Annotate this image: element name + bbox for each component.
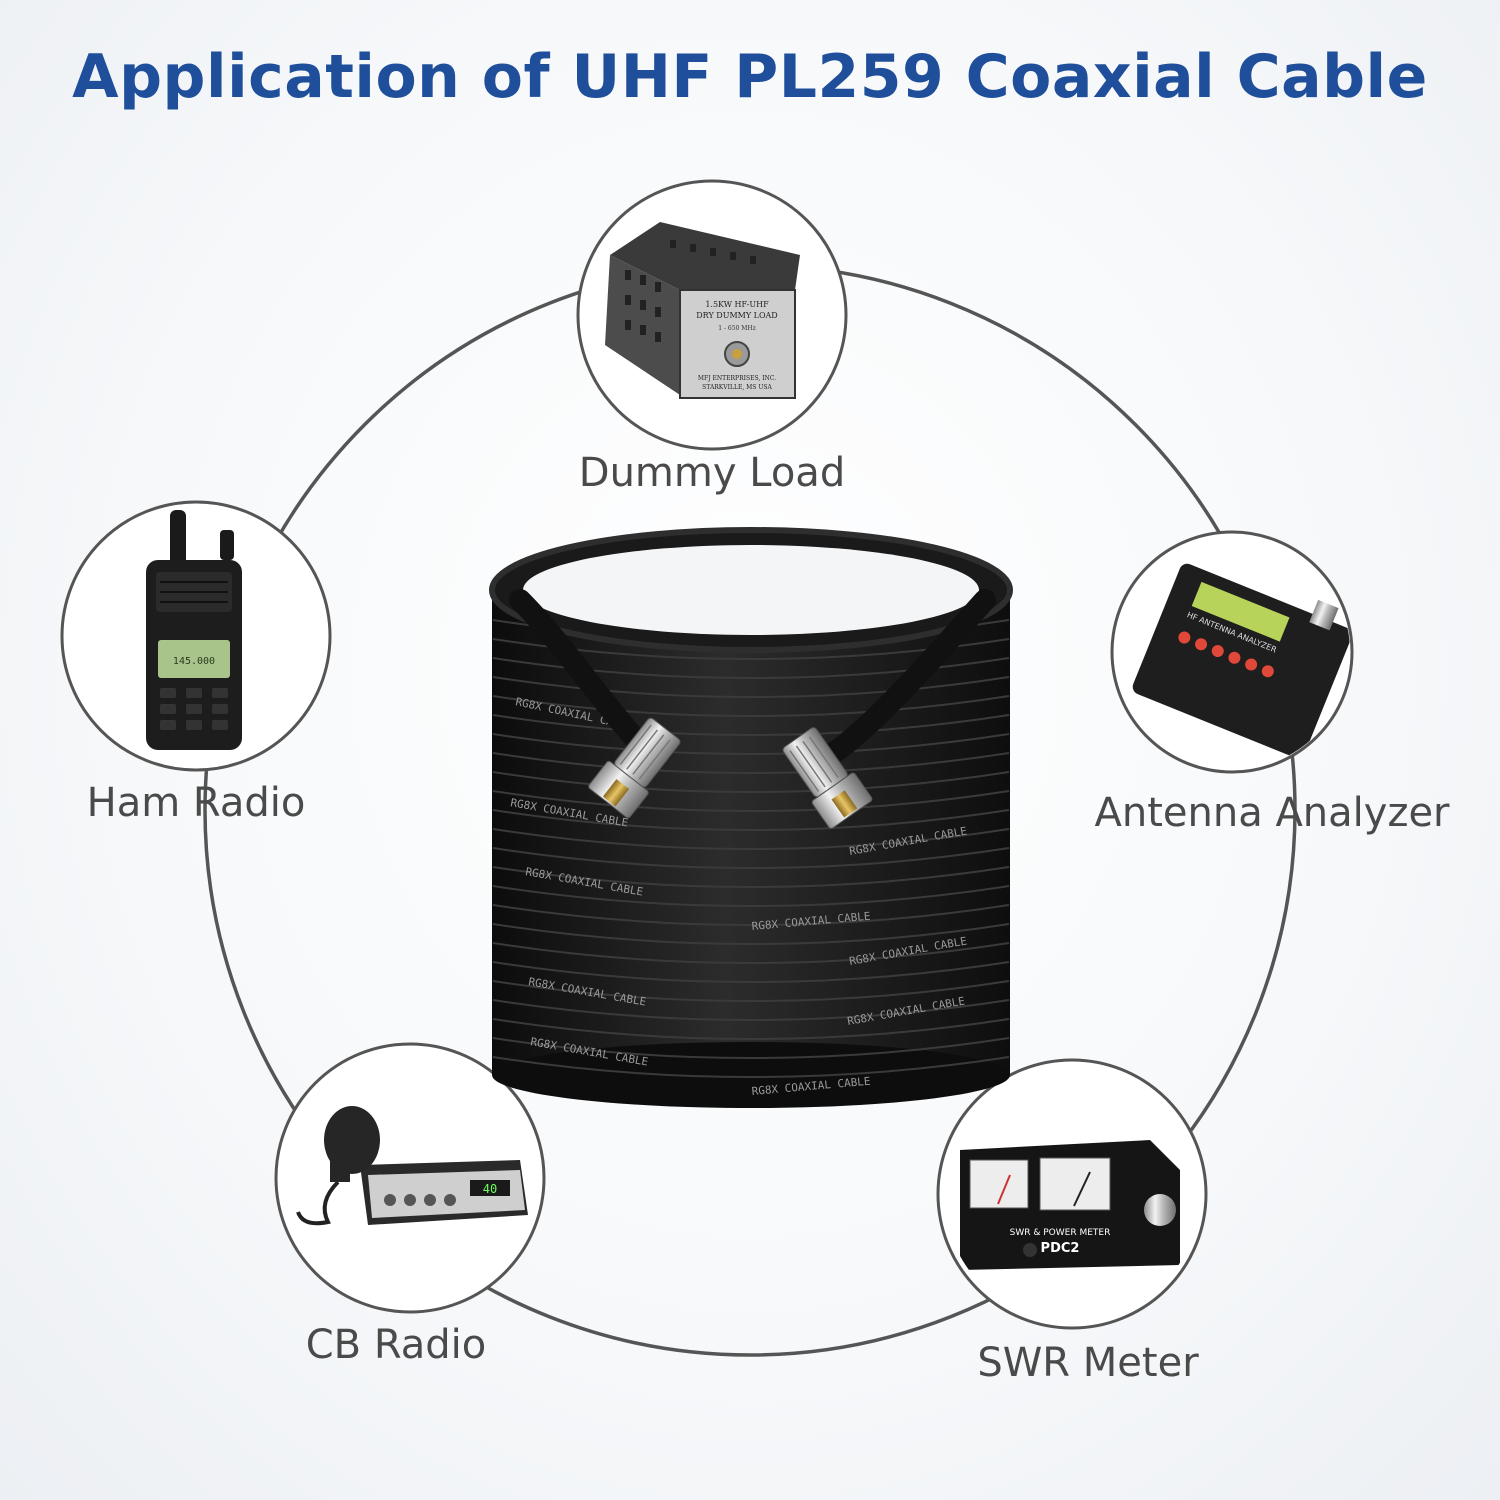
svg-text:40: 40	[483, 1182, 497, 1196]
coil-winding	[492, 790, 1010, 812]
coil-winding	[492, 961, 1010, 983]
antenna-analyzer-node: HF ANTENNA ANALYZER	[1110, 530, 1354, 774]
coil-winding	[492, 676, 1010, 698]
device-text: SWR & POWER METER	[1010, 1228, 1111, 1238]
coil-winding	[492, 885, 1010, 907]
device-text: 1.5KW HF-UHF	[705, 300, 769, 309]
coil-winding	[492, 695, 1010, 717]
cb-radio-node: 40	[274, 1042, 546, 1314]
label-dummy-load: Dummy Load	[578, 450, 846, 496]
coil-winding	[492, 923, 1010, 945]
page-title: Application of UHF PL259 Coaxial Cable	[72, 42, 1428, 112]
svg-text:145.000: 145.000	[173, 656, 215, 667]
coil-winding	[492, 999, 1010, 1021]
coil-winding	[492, 752, 1010, 774]
device-text: STARKVILLE, MS USA	[702, 384, 772, 391]
antenna-analyzer-icon: HF ANTENNA ANALYZER	[1132, 563, 1350, 759]
cb-radio-icon: 40	[296, 1106, 528, 1226]
coil-winding	[492, 866, 1010, 888]
coil-winding	[492, 1018, 1010, 1040]
coaxial-cable-coil: RG8X COAXIAL CABLE RG8X COAXIAL CABLE RG…	[489, 527, 1013, 1108]
coil-winding	[492, 942, 1010, 964]
label-swr-meter: SWR Meter	[977, 1340, 1199, 1386]
swr-meter-icon: SWR & POWER METER PDC2	[960, 1140, 1180, 1270]
coil-winding	[492, 771, 1010, 793]
dummy-load-node: 1.5KW HF-UHF DRY DUMMY LOAD 1 - 650 MHz …	[576, 179, 848, 451]
label-ham-radio: Ham Radio	[86, 780, 306, 826]
coil-winding	[492, 1056, 1010, 1078]
label-antenna-analyzer: Antenna Analyzer	[1094, 790, 1450, 836]
device-text: PDC2	[1041, 1241, 1080, 1256]
device-text: MFJ ENTERPRISES, INC.	[698, 375, 776, 382]
coil-winding	[492, 904, 1010, 926]
ham-radio-node: 145.000	[60, 500, 332, 772]
coil-winding	[492, 847, 1010, 869]
ham-radio-icon: 145.000	[146, 510, 242, 750]
label-cb-radio: CB Radio	[305, 1322, 487, 1368]
coil-winding	[492, 714, 1010, 736]
coil-winding	[492, 980, 1010, 1002]
dummy-load-icon: 1.5KW HF-UHF DRY DUMMY LOAD 1 - 650 MHz …	[605, 222, 800, 399]
pl259-connector-right	[782, 727, 873, 829]
swr-meter-node: SWR & POWER METER PDC2	[936, 1058, 1208, 1330]
device-text: 1 - 650 MHz	[718, 325, 756, 332]
coil-winding	[492, 1037, 1010, 1059]
coil-winding	[492, 828, 1010, 850]
pl259-connector-left	[588, 717, 681, 819]
coil-winding	[492, 733, 1010, 755]
coil-winding	[492, 809, 1010, 831]
device-text: DRY DUMMY LOAD	[696, 311, 777, 320]
